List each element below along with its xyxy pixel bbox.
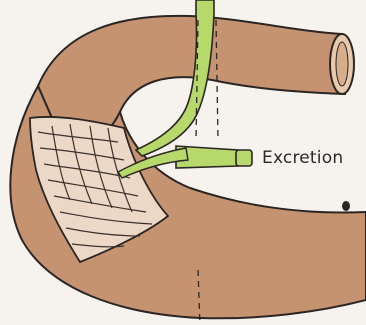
tube-opening-inner	[336, 42, 348, 86]
dot-marker	[342, 201, 350, 211]
excretion-label: Excretion	[262, 148, 343, 168]
duct-excretion-tip	[236, 150, 252, 166]
